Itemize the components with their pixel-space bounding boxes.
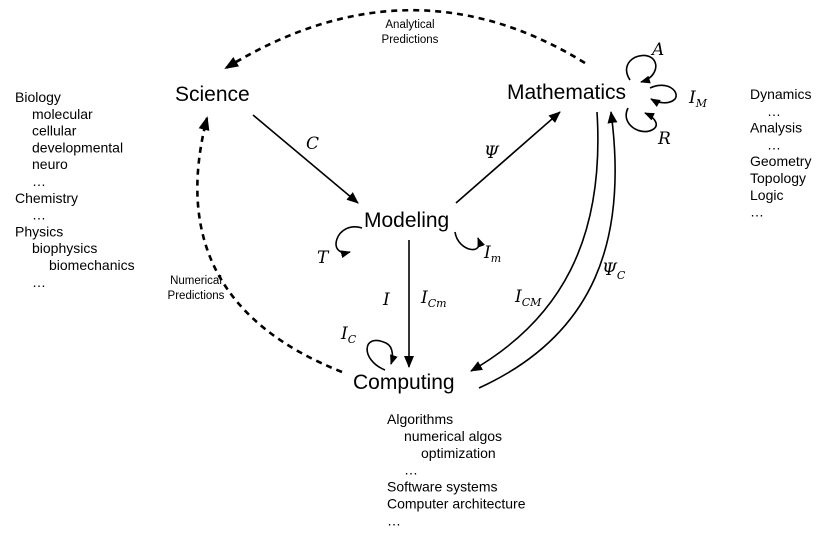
computing-list-item: optimization	[421, 445, 496, 461]
science-list-item: …	[32, 274, 46, 290]
edge-label-A: A	[650, 40, 664, 60]
computing-to-mathematics-arrow	[478, 111, 618, 389]
science-list-item: molecular	[32, 106, 93, 122]
numerical-predictions-arrow	[196, 116, 343, 374]
computing-list-item: …	[404, 462, 418, 478]
edge-label-I-CM: ICM	[514, 287, 542, 309]
science-list-item: cellular	[32, 123, 77, 139]
science-list-item: Physics	[15, 223, 63, 239]
computing-list-item: …	[387, 512, 401, 528]
edge-label-I-m: Im	[483, 243, 501, 265]
edge-label-Psi-C: ΨC	[602, 260, 626, 282]
mathematics-list-item: …	[750, 204, 764, 220]
mathematics-list-item: Logic	[750, 187, 783, 203]
mathematics-list-item: …	[767, 136, 781, 152]
modeling-to-mathematics-arrow	[455, 111, 561, 204]
modeling-self-loop-T	[335, 226, 363, 259]
edge-label-T: T	[317, 248, 330, 268]
node-mathematics: Mathematics	[507, 81, 626, 104]
science-list-item: biophysics	[32, 240, 97, 256]
mathematics-list-item: Geometry	[750, 153, 811, 169]
modeling-self-loop-Im	[454, 231, 485, 251]
science-list-item: …	[32, 207, 46, 223]
node-computing: Computing	[353, 371, 455, 394]
mathematics-self-loop-IM	[649, 84, 677, 107]
analytical-predictions-arrow	[224, 8, 586, 70]
science-list-item: Chemistry	[15, 190, 78, 206]
node-modeling: Modeling	[364, 209, 449, 232]
edge-label-I-M: IM	[688, 88, 708, 110]
mathematics-list-item: Topology	[750, 170, 806, 186]
computing-list-item: numerical algos	[404, 428, 502, 444]
node-science: Science	[175, 83, 250, 106]
edge-label-I-Cm: ICm	[420, 288, 447, 310]
mathematics-to-computing-arrow	[470, 111, 599, 372]
science-list-item: neuro	[32, 156, 68, 172]
edge-label-I-C: IC	[340, 324, 357, 346]
science-domain-list: Biologymolecularcellulardevelopmentalneu…	[15, 89, 135, 290]
computing-list-item: Computer architecture	[387, 496, 526, 512]
mathematics-self-loop-A	[625, 54, 657, 84]
edge-label-C: C	[306, 134, 319, 154]
computing-list-item: Algorithms	[387, 411, 453, 427]
science-list-item: biomechanics	[49, 257, 135, 273]
computing-list-item: Software systems	[387, 479, 497, 495]
edge-label-R: R	[657, 129, 671, 149]
science-list-item: Biology	[15, 89, 61, 105]
computing-self-loop-Ic	[366, 339, 398, 371]
edge-label-I: I	[382, 290, 390, 310]
science-to-modeling-arrow	[252, 114, 359, 204]
mathematics-list-item: …	[767, 103, 781, 119]
mathematics-domain-list: Dynamics…Analysis…GeometryTopologyLogic…	[750, 86, 811, 220]
science-list-item: …	[32, 173, 46, 189]
mathematics-self-loop-R	[625, 107, 657, 133]
science-list-item: developmental	[32, 139, 123, 155]
edge-label-Psi: Ψ	[484, 143, 500, 163]
mathematics-list-item: Analysis	[750, 120, 802, 136]
mathematics-list-item: Dynamics	[750, 86, 811, 102]
